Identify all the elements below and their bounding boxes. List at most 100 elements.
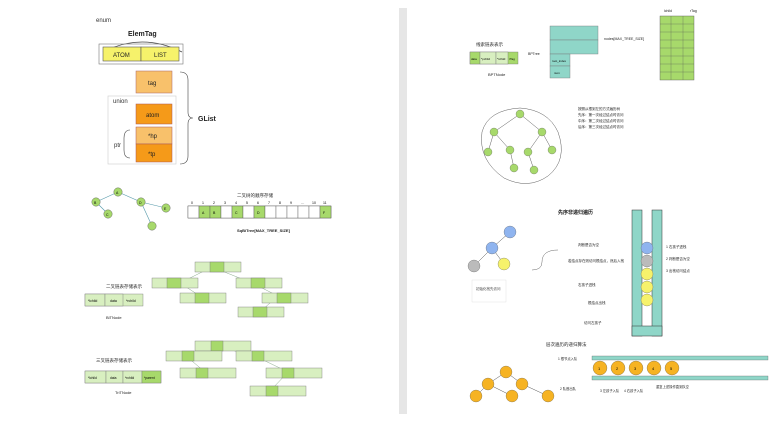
svg-text:1: 1 bbox=[202, 201, 204, 205]
elemtag-title: ElemTag bbox=[128, 31, 157, 38]
stack-note-3: 3 出栈访问结点 bbox=[666, 268, 690, 273]
svg-text:*lchild: *lchild bbox=[88, 376, 97, 380]
threaded-table bbox=[659, 15, 695, 81]
svg-text:rTag: rTag bbox=[509, 57, 515, 61]
preorder-title: 先序非递归遍历 bbox=[558, 209, 593, 216]
bptree-row-1 bbox=[549, 25, 599, 41]
binary-linked-node: *lchild data *rchild bbox=[84, 293, 144, 307]
preorder-stack bbox=[631, 209, 663, 337]
table-header-rtag: rTag bbox=[690, 9, 697, 13]
traversal-line-4: 后序：第三次经过结点时访问 bbox=[578, 124, 624, 129]
tree-node-c bbox=[103, 209, 113, 219]
tp-label: *tp bbox=[148, 152, 156, 158]
preorder-caption: 初始化栈先访问 bbox=[476, 286, 501, 291]
svg-text:num: num bbox=[554, 71, 560, 75]
preorder-note-4: 根结点出栈 bbox=[588, 300, 606, 305]
svg-text:6: 6 bbox=[257, 201, 259, 205]
tp-box bbox=[135, 143, 173, 163]
tree-node-b bbox=[91, 197, 101, 207]
preorder-tree bbox=[467, 225, 517, 273]
tag-box bbox=[135, 70, 173, 94]
enum-label: enum bbox=[96, 18, 111, 24]
svg-text:7: 7 bbox=[268, 201, 270, 205]
level-note-2: 2 队首出队 bbox=[560, 386, 577, 391]
atom-label: atom bbox=[146, 113, 159, 119]
preorder-note-1: 判断是否为空 bbox=[578, 242, 599, 247]
bptree-row-2 bbox=[549, 39, 599, 55]
svg-text:4: 4 bbox=[235, 201, 237, 205]
svg-text:3: 3 bbox=[634, 366, 637, 371]
svg-text:2: 2 bbox=[213, 201, 215, 205]
right-diagram-svg: 线索链表表示 data *pchild *rchild rTag BPTNode… bbox=[467, 9, 769, 403]
svg-text:*parent: *parent bbox=[144, 376, 155, 380]
svg-text:9: 9 bbox=[290, 201, 292, 205]
nodes-label: nodes[MAX_TREE_SIZE] bbox=[604, 37, 644, 41]
stack-note-2: 2 判断是否为空 bbox=[666, 256, 690, 261]
triple-linked-node: *lchild data *rchild *parent bbox=[84, 370, 162, 384]
traversal-line-3: 中序：第二次经过结点时访问 bbox=[578, 118, 624, 123]
traversal-tree bbox=[481, 107, 562, 184]
level-title: 层次遍历的递归算法 bbox=[546, 341, 587, 348]
svg-text:*rchild: *rchild bbox=[125, 376, 134, 380]
svg-text:B: B bbox=[213, 211, 216, 215]
svg-text:2: 2 bbox=[616, 366, 619, 371]
tree-node-d bbox=[136, 197, 146, 207]
tag-label: tag bbox=[148, 81, 156, 87]
svg-text:4: 4 bbox=[652, 366, 655, 371]
svg-text:*rchild: *rchild bbox=[126, 299, 136, 303]
binary-linked-title: 二叉链表存储表示 bbox=[106, 283, 142, 290]
atom-box bbox=[135, 103, 173, 125]
bptree-label: BPTree bbox=[528, 52, 540, 56]
svg-text:8: 8 bbox=[279, 201, 281, 205]
bptree-num bbox=[549, 65, 571, 79]
left-diagram-svg: enum ElemTag ATOM LIST tag union atom pt… bbox=[84, 18, 332, 397]
seq-array: 0 1 2 3 4 5 6 7 8 9 … 10 11 A B C D F bbox=[187, 201, 332, 219]
glist-brace bbox=[179, 71, 194, 165]
preorder-note-2: 若结点存在则访问根结点，然后入栈 bbox=[568, 258, 624, 263]
level-queue: 1 2 3 4 5 bbox=[591, 355, 769, 381]
level-note-4: 4 右孩子入队 bbox=[624, 388, 644, 393]
svg-text:C: C bbox=[235, 211, 238, 215]
traversal-line-2: 先序：第一次经过结点时访问 bbox=[578, 112, 624, 117]
list-value: LIST bbox=[154, 53, 167, 59]
glist-label: GList bbox=[198, 116, 217, 123]
traversal-line-1: 按照从根到左的方式遍历树 bbox=[578, 106, 620, 111]
threaded-node: data *pchild *rchild rTag bbox=[469, 51, 519, 65]
tree-node-a bbox=[113, 187, 123, 197]
preorder-note-3: 右孩子进栈 bbox=[578, 282, 596, 287]
svg-text:5: 5 bbox=[246, 201, 248, 205]
svg-text:B: B bbox=[94, 201, 97, 205]
svg-text:D: D bbox=[257, 211, 260, 215]
svg-text:0: 0 bbox=[191, 201, 193, 205]
svg-text:data: data bbox=[110, 299, 117, 303]
svg-text:data: data bbox=[110, 376, 117, 380]
svg-text:D: D bbox=[139, 201, 142, 205]
table-header-lchild: lchild bbox=[664, 9, 672, 13]
svg-text:*pchild: *pchild bbox=[481, 57, 490, 61]
svg-text:1: 1 bbox=[598, 366, 601, 371]
svg-text:E: E bbox=[164, 207, 167, 211]
preorder-caption-box bbox=[471, 279, 507, 303]
seq-title: 二叉树的顺序存储 bbox=[237, 192, 273, 199]
list-cell bbox=[140, 46, 180, 62]
threaded-title: 线索链表表示 bbox=[476, 41, 503, 48]
seq-tree-graph: A B C D E bbox=[91, 187, 171, 231]
page-divider bbox=[399, 8, 407, 414]
ptr-brace bbox=[123, 129, 131, 159]
level-note-1: 1 根节点入队 bbox=[558, 356, 578, 361]
svg-text:data: data bbox=[471, 57, 477, 61]
svg-text:*lchild: *lchild bbox=[88, 299, 97, 303]
triple-linked-caption: TriTNode bbox=[115, 390, 132, 395]
binary-linked-tree bbox=[151, 261, 309, 318]
binary-linked-caption: BiTNode bbox=[106, 315, 122, 320]
stack-note-1: 1 右孩子进栈 bbox=[666, 244, 687, 249]
level-note-3: 3 左孩子入队 bbox=[600, 388, 620, 393]
level-tree bbox=[469, 365, 555, 403]
svg-text:11: 11 bbox=[323, 201, 327, 205]
svg-text:10: 10 bbox=[312, 201, 316, 205]
preorder-note-5: 访问左孩子 bbox=[584, 320, 602, 325]
ptr-label: ptr bbox=[114, 143, 121, 149]
seq-caption: SqBiTree[MAX_TREE_SIZE] bbox=[237, 228, 291, 233]
triple-linked-title: 三叉链表存储表示 bbox=[96, 357, 132, 364]
